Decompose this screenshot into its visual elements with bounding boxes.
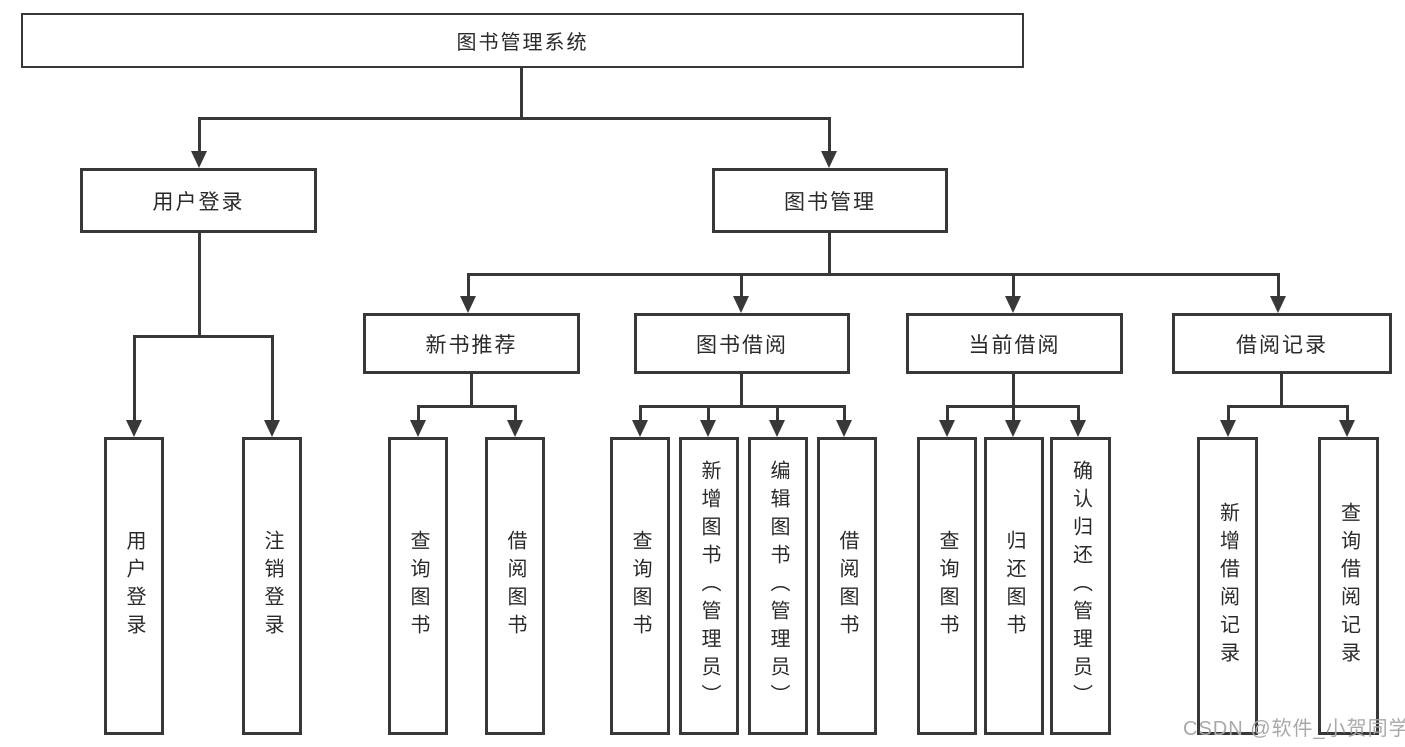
connector-line [1227, 405, 1230, 422]
arrow-down-icon [264, 420, 280, 437]
connector-line [514, 405, 517, 422]
arrow-down-icon [1270, 296, 1286, 313]
leaf-current-confirm-return-admin: 确认归还（管理员） [1050, 437, 1111, 735]
arrow-down-icon [191, 151, 207, 168]
arrow-down-icon [1339, 420, 1355, 437]
arrow-down-icon [460, 296, 476, 313]
node-library-management-system: 图书管理系统 [21, 13, 1024, 68]
connector-line [740, 273, 743, 300]
arrow-down-icon [507, 420, 523, 437]
node-borrowing-records: 借阅记录 [1172, 313, 1392, 374]
leaf-current-return-books: 归还图书 [984, 437, 1044, 735]
arrow-down-icon [126, 420, 142, 437]
leaf-records-add-borrow-record: 新增借阅记录 [1197, 437, 1258, 735]
connector-line [1077, 405, 1080, 422]
arrow-down-icon [733, 296, 749, 313]
leaf-borrow-query-books: 查询图书 [610, 437, 670, 735]
node-user-login: 用户登录 [80, 168, 317, 233]
connector-line [271, 335, 274, 423]
connector-line [133, 335, 136, 423]
arrow-down-icon [1005, 420, 1021, 437]
node-current-borrowing: 当前借阅 [906, 313, 1123, 374]
leaf-recommend-query-books: 查询图书 [388, 437, 448, 735]
arrow-down-icon [410, 420, 426, 437]
arrow-down-icon [1070, 420, 1086, 437]
csdn-watermark: CSDN @软件_小贺同学 [1183, 718, 1405, 740]
arrow-down-icon [1005, 296, 1021, 313]
leaf-borrow-add-books-admin: 新增图书（管理员） [679, 437, 739, 735]
connector-line [1346, 405, 1349, 422]
connector-line [1012, 273, 1015, 300]
arrow-down-icon [1220, 420, 1236, 437]
connector-line [467, 273, 1280, 276]
connector-line [946, 405, 949, 422]
connector-line [843, 405, 846, 422]
leaf-user-login: 用户登录 [104, 437, 164, 735]
connector-line [198, 117, 831, 120]
arrow-down-icon [939, 420, 955, 437]
connector-line [740, 374, 743, 407]
connector-line [707, 405, 710, 422]
leaf-records-query-borrow-record: 查询借阅记录 [1318, 437, 1379, 735]
connector-line [828, 117, 831, 154]
arrow-down-icon [769, 420, 785, 437]
connector-line [1277, 273, 1280, 300]
connector-line [776, 405, 779, 422]
node-new-book-recommendation: 新书推荐 [363, 313, 580, 374]
connector-line [467, 273, 470, 300]
node-book-borrowing: 图书借阅 [634, 313, 850, 374]
arrow-down-icon [821, 151, 837, 168]
node-book-management: 图书管理 [712, 168, 948, 233]
arrow-down-icon [700, 420, 716, 437]
connector-line [1280, 374, 1283, 407]
arrow-down-icon [632, 420, 648, 437]
connector-line [1012, 374, 1015, 407]
connector-line [198, 233, 201, 337]
connector-line [1012, 405, 1015, 422]
connector-line [417, 405, 517, 408]
leaf-borrow-edit-books-admin: 编辑图书（管理员） [748, 437, 808, 735]
connector-line [417, 405, 420, 422]
connector-line [470, 374, 473, 407]
connector-line [133, 335, 274, 338]
connector-line [198, 117, 201, 154]
connector-line [639, 405, 846, 408]
arrow-down-icon [836, 420, 852, 437]
connector-line [639, 405, 642, 422]
leaf-current-query-books: 查询图书 [917, 437, 977, 735]
connector-line [828, 233, 831, 275]
leaf-recommend-borrow-books: 借阅图书 [485, 437, 545, 735]
leaf-borrow-borrow-books: 借阅图书 [817, 437, 877, 735]
leaf-logout: 注销登录 [242, 437, 302, 735]
connector-line [520, 68, 523, 118]
connector-line [1227, 405, 1349, 408]
